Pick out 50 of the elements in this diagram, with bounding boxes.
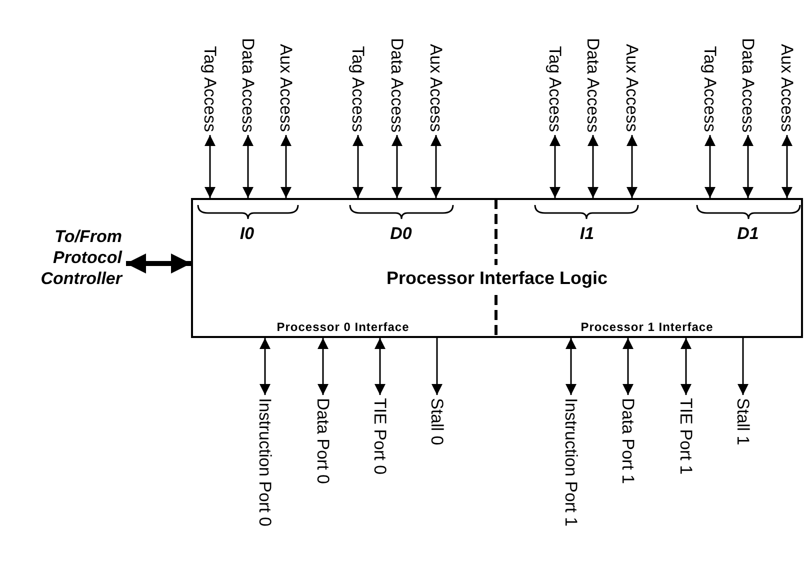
port-label: TIE Port 1	[676, 398, 696, 475]
arrow	[680, 338, 692, 395]
arrow	[588, 135, 598, 198]
signal-label: Data Access	[388, 38, 406, 132]
arrow	[550, 135, 560, 198]
signal-label: Tag Access	[700, 46, 720, 132]
arrow	[704, 135, 716, 198]
arrow	[352, 135, 364, 198]
arrow	[430, 135, 442, 198]
processor-block	[191, 198, 803, 338]
group-label: I0	[240, 224, 254, 244]
port-label: Instruction Port 1	[562, 398, 580, 527]
port-label: Instruction Port 0	[256, 398, 274, 527]
section-label: Processor 1 Interface	[580, 320, 714, 334]
arrow	[622, 338, 634, 395]
arrow	[126, 254, 191, 274]
arrow	[374, 338, 386, 395]
arrow	[738, 338, 748, 395]
arrow	[204, 135, 216, 198]
section-label: Processor 0 Interface	[276, 320, 410, 334]
interface-label: To/From Protocol Controller	[0, 226, 122, 289]
signal-label: Aux Access	[778, 44, 796, 132]
arrow	[242, 135, 254, 198]
arrow	[782, 135, 792, 198]
port-label: Stall 0	[428, 398, 446, 446]
signal-label: Data Access	[738, 38, 758, 132]
arrow	[432, 338, 442, 395]
port-label: Stall 1	[734, 398, 752, 446]
group-label: D1	[737, 224, 759, 244]
block-title: Processor Interface Logic	[386, 268, 608, 289]
arrow	[392, 135, 402, 198]
arrow	[742, 135, 754, 198]
signal-label: Tag Access	[348, 46, 368, 132]
port-label: Data Port 1	[618, 398, 638, 484]
port-label: Data Port 0	[314, 398, 332, 484]
group-label: I1	[580, 224, 594, 244]
arrow	[566, 338, 576, 395]
signal-label: Tag Access	[200, 46, 220, 132]
signal-label: Data Access	[238, 38, 258, 132]
arrow	[260, 338, 270, 395]
arrow	[280, 135, 292, 198]
arrow	[626, 135, 638, 198]
signal-label: Tag Access	[546, 46, 564, 132]
signal-label: Aux Access	[426, 44, 446, 132]
signal-label: Aux Access	[276, 44, 296, 132]
arrow	[318, 338, 328, 395]
signal-label: Aux Access	[622, 44, 642, 132]
port-label: TIE Port 0	[370, 398, 390, 475]
group-label: D0	[390, 224, 412, 244]
signal-label: Data Access	[584, 38, 602, 132]
